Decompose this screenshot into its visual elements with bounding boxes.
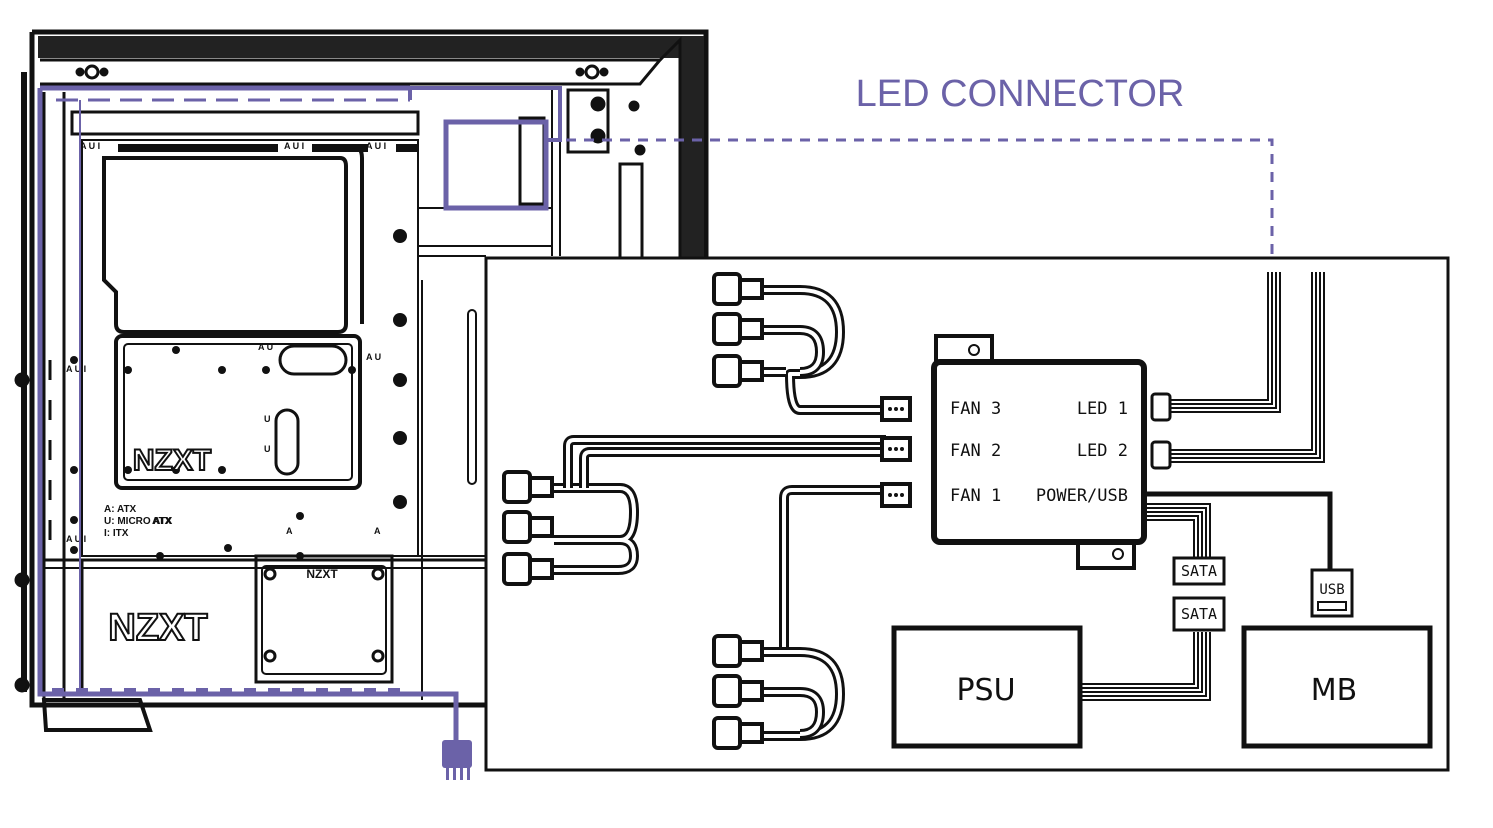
fan-cable-group-bottom <box>762 485 886 741</box>
pc-case <box>14 29 709 732</box>
case-legend-matx: U: MICRO ATX <box>104 516 173 527</box>
port-label-fan2: FAN 2 <box>950 441 1001 461</box>
case-brand-lower: NZXT <box>108 607 207 649</box>
psu-label: PSU <box>956 673 1015 708</box>
standoff-dots <box>70 229 407 560</box>
standoff-label: A U <box>366 352 381 362</box>
sata-connector-top: SATA <box>1172 556 1226 586</box>
case-brand-small: NZXT <box>306 567 338 581</box>
port-label-power-usb: POWER/USB <box>1036 486 1128 506</box>
led-strip-routing <box>37 85 1274 744</box>
controller-hub: FAN 3 FAN 2 FAN 1 LED 1 LED 2 POWER/USB <box>931 334 1147 570</box>
fan-cable-group-middle <box>554 435 886 575</box>
led-connector-highlight <box>443 119 549 211</box>
port-label-fan1: FAN 1 <box>950 486 1001 506</box>
fan-connector-head <box>502 552 554 586</box>
usb-label: USB <box>1319 582 1344 598</box>
led-connector-title: LED CONNECTOR <box>856 73 1185 115</box>
sata-bottom-label: SATA <box>1181 605 1217 623</box>
hub-fan-plugs <box>880 396 912 508</box>
port-label-fan3: FAN 3 <box>950 399 1001 419</box>
led-plug <box>442 740 472 780</box>
standoff-label: U <box>264 414 271 424</box>
standoff-label: A <box>286 526 293 536</box>
case-legend-atx: A: ATX <box>104 504 137 515</box>
standoff-label: A U I <box>284 141 304 151</box>
case-brand-upper: NZXT <box>133 444 211 477</box>
led2-plug <box>1150 440 1172 470</box>
case-legend-itx: I: ITX <box>104 528 129 539</box>
front-vent <box>680 36 704 260</box>
power-cables <box>1080 491 1333 701</box>
led1-plug <box>1150 392 1172 422</box>
standoff-label: U <box>264 444 271 454</box>
fan-connector-head <box>712 312 764 346</box>
fan-connectors <box>502 272 764 750</box>
port-label-led1: LED 1 <box>1077 399 1128 419</box>
case-legend-atx-2: ATX <box>152 516 172 527</box>
fan-cable-group-top <box>762 285 886 415</box>
fan-connector-head <box>712 674 764 708</box>
fan-connector-head <box>502 470 554 504</box>
standoff-label: A U I <box>80 141 100 151</box>
top-vent <box>38 36 702 58</box>
psu-box: PSU <box>891 625 1083 749</box>
port-label-led2: LED 2 <box>1077 441 1128 461</box>
led-plugs <box>1150 392 1172 470</box>
mb-label: MB <box>1311 673 1357 708</box>
sata-connector-bottom: SATA <box>1172 596 1226 632</box>
led-cables <box>1168 272 1325 463</box>
standoff-label: A U <box>258 342 273 352</box>
fan-connector-head <box>712 716 764 750</box>
motherboard-box: MB <box>1241 625 1433 749</box>
standoff-label: A U I <box>66 534 86 544</box>
fan-connector-head <box>502 510 554 544</box>
fan-connector-head <box>712 354 764 388</box>
standoff-label: A U I <box>66 364 86 374</box>
standoff-label: A U I <box>366 141 386 151</box>
led-connector-leader <box>548 138 1274 262</box>
case-text: NZXT NZXT NZXT A: ATX U: MICRO ATX I: IT… <box>66 141 386 650</box>
standoff-label: A <box>374 526 381 536</box>
fan-connector-head <box>712 634 764 668</box>
usb-connector: USB <box>1310 568 1354 618</box>
sata-top-label: SATA <box>1181 562 1217 580</box>
fan-connector-head <box>712 272 764 306</box>
